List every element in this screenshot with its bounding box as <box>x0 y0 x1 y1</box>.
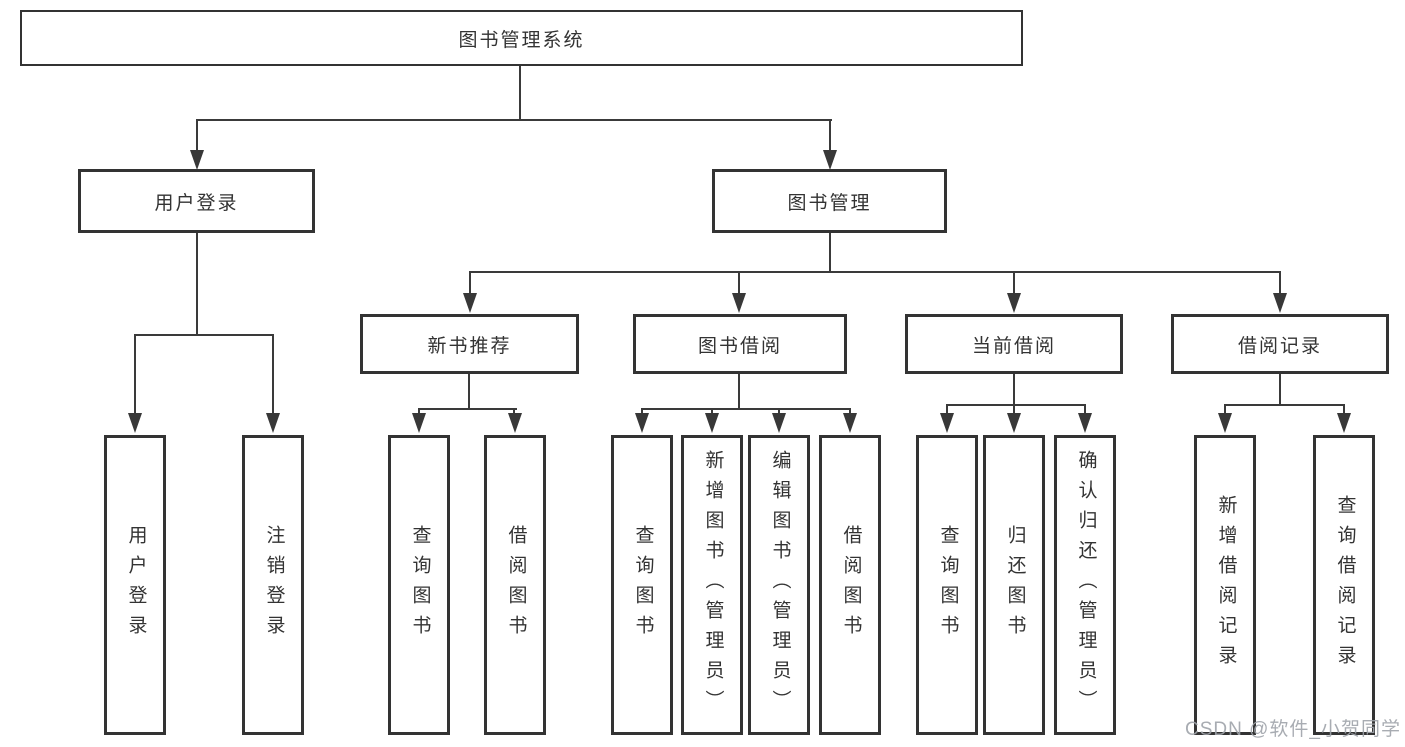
connector-current-borrow-rail <box>946 404 1086 406</box>
node-borrow-records: 借阅记录 <box>1171 314 1389 374</box>
connector-drop-leaf <box>1013 404 1015 415</box>
node-label: 图书管理系统 <box>458 29 585 51</box>
connector-drop-book-mgmt <box>829 119 831 152</box>
node-book-borrow: 图书借阅 <box>633 314 847 374</box>
node-book-mgmt: 图书管理 <box>712 169 947 233</box>
connector-root-stem <box>519 66 521 120</box>
leaf-borrow-records-query: 查询借阅记录 <box>1313 435 1375 735</box>
connector-drop-user-login <box>196 119 198 152</box>
connector-current-borrow-stem <box>1013 372 1015 406</box>
arrow-down-icon <box>508 413 522 433</box>
connector-new-books-rail <box>418 408 517 410</box>
connector-new-books-stem <box>468 372 470 410</box>
leaf-new-books-query: 查询图书 <box>388 435 450 735</box>
connector-borrow-records-stem <box>1279 372 1281 406</box>
arrow-down-icon <box>635 413 649 433</box>
connector-drop-leaf <box>513 408 515 416</box>
connector-book-mgmt-rail <box>469 271 1281 273</box>
arrow-down-icon <box>463 293 477 313</box>
connector-drop-leaf <box>134 334 136 414</box>
connector-drop-borrow-records <box>1279 271 1281 295</box>
node-new-books: 新书推荐 <box>360 314 579 374</box>
leaf-label: 用户登录 <box>125 525 147 645</box>
leaf-label: 确认归还（管理员） <box>1075 450 1097 720</box>
arrow-down-icon <box>823 150 837 170</box>
leaf-label: 注销登录 <box>263 525 285 645</box>
connector-drop-leaf <box>1224 404 1226 415</box>
leaf-book-borrow-edit-admin: 编辑图书（管理员） <box>748 435 810 735</box>
node-current-borrow: 当前借阅 <box>905 314 1123 374</box>
arrow-down-icon <box>843 413 857 433</box>
node-label: 图书管理 <box>787 192 872 214</box>
arrow-down-icon <box>1218 413 1232 433</box>
connector-borrow-records-rail <box>1224 404 1345 406</box>
leaf-book-borrow-add-admin: 新增图书（管理员） <box>681 435 743 735</box>
leaf-borrow-records-add: 新增借阅记录 <box>1194 435 1256 735</box>
leaf-label: 新增借阅记录 <box>1215 495 1237 675</box>
csdn-watermark: CSDN @软件_小贺同学 <box>1185 719 1401 740</box>
arrow-down-icon <box>1007 293 1021 313</box>
leaf-label: 查询图书 <box>409 525 431 645</box>
leaf-book-borrow-borrow: 借阅图书 <box>819 435 881 735</box>
connector-drop-current-borrow <box>1013 271 1015 295</box>
node-label: 新书推荐 <box>427 335 512 357</box>
connector-drop-leaf <box>1084 404 1086 415</box>
arrow-down-icon <box>705 413 719 433</box>
connector-drop-leaf <box>849 408 851 416</box>
leaf-user-login: 用户登录 <box>104 435 166 735</box>
connector-drop-book-borrow <box>738 271 740 295</box>
connector-drop-new-books <box>469 271 471 295</box>
leaf-label: 借阅图书 <box>840 525 862 645</box>
connector-drop-leaf <box>778 408 780 416</box>
arrow-down-icon <box>1007 413 1021 433</box>
leaf-new-books-borrow: 借阅图书 <box>484 435 546 735</box>
leaf-label: 查询借阅记录 <box>1334 495 1356 675</box>
node-label: 借阅记录 <box>1237 335 1322 357</box>
arrow-down-icon <box>1273 293 1287 313</box>
arrow-down-icon <box>412 413 426 433</box>
connector-book-borrow-rail <box>641 408 851 410</box>
node-root: 图书管理系统 <box>20 10 1023 66</box>
arrow-down-icon <box>772 413 786 433</box>
connector-drop-leaf <box>641 408 643 416</box>
leaf-current-borrow-return: 归还图书 <box>983 435 1045 735</box>
connector-drop-leaf <box>711 408 713 416</box>
connector-drop-leaf <box>272 334 274 414</box>
arrow-down-icon <box>190 150 204 170</box>
node-label: 用户登录 <box>154 192 239 214</box>
arrow-down-icon <box>732 293 746 313</box>
leaf-book-borrow-query: 查询图书 <box>611 435 673 735</box>
leaf-label: 借阅图书 <box>505 525 527 645</box>
arrow-down-icon <box>1337 413 1351 433</box>
connector-user-login-stem <box>196 232 198 336</box>
arrow-down-icon <box>940 413 954 433</box>
connector-drop-leaf <box>1343 404 1345 415</box>
leaf-label: 编辑图书（管理员） <box>769 450 791 720</box>
connector-user-login-rail <box>134 334 274 336</box>
leaf-label: 查询图书 <box>937 525 959 645</box>
connector-root-rail <box>196 119 832 121</box>
leaf-label: 查询图书 <box>632 525 654 645</box>
arrow-down-icon <box>1078 413 1092 433</box>
connector-book-borrow-stem <box>738 372 740 410</box>
leaf-logout: 注销登录 <box>242 435 304 735</box>
node-label: 当前借阅 <box>971 335 1056 357</box>
leaf-current-borrow-confirm-admin: 确认归还（管理员） <box>1054 435 1116 735</box>
arrow-down-icon <box>128 413 142 433</box>
leaf-label: 新增图书（管理员） <box>702 450 724 720</box>
node-user-login: 用户登录 <box>78 169 315 233</box>
connector-drop-leaf <box>418 408 420 416</box>
leaf-label: 归还图书 <box>1004 525 1026 645</box>
connector-drop-leaf <box>946 404 948 415</box>
leaf-current-borrow-query: 查询图书 <box>916 435 978 735</box>
node-label: 图书借阅 <box>697 335 782 357</box>
connector-book-mgmt-stem <box>829 232 831 273</box>
arrow-down-icon <box>266 413 280 433</box>
